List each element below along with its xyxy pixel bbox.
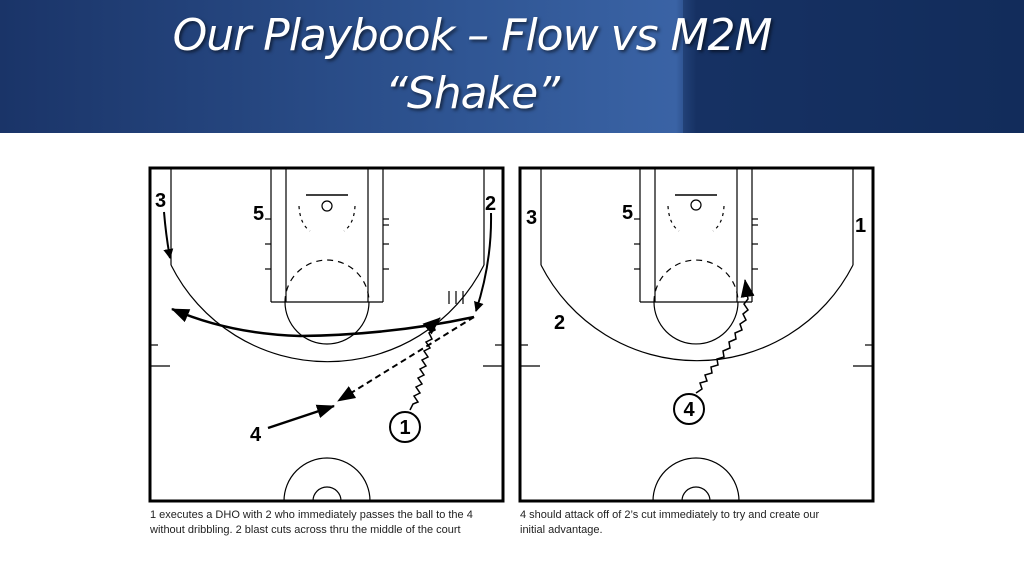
cut-arrow-3 (163, 211, 174, 259)
player-1-label: 1 (399, 417, 410, 439)
player-3-label: 3 (526, 207, 537, 229)
court-markings (520, 168, 873, 502)
player-5-label: 5 (253, 203, 264, 225)
movement-arrows (163, 211, 493, 430)
diagram-right: 3 5 1 2 4 (518, 166, 875, 503)
banner-shade (683, 0, 1024, 133)
dribble-arrow-4 (695, 279, 755, 394)
slide-title: Our Playbook – Flow vs M2M (172, 10, 773, 61)
player-2-label: 2 (554, 312, 565, 334)
caption-line: 4 should attack off of 2’s cut immediate… (520, 509, 820, 521)
pass-arrow (337, 316, 475, 402)
caption-line: 1 executes a DHO with 2 who immediately … (150, 509, 473, 521)
player-3-label: 3 (155, 190, 166, 212)
player-4-label: 4 (683, 399, 695, 421)
player-4-circle (673, 393, 705, 425)
caption-line: initial advantage. (520, 524, 603, 536)
court-boundary (518, 166, 875, 503)
cut-arrow-2 (474, 212, 493, 312)
caption-right: 4 should attack off of 2’s cut immediate… (520, 508, 819, 538)
caption-line: without dribbling. 2 blast cuts across t… (150, 524, 461, 536)
player-4-label: 4 (250, 424, 262, 446)
player-2-label: 2 (485, 193, 496, 215)
cut-arrow-4 (267, 404, 335, 430)
title-banner (0, 0, 1024, 133)
player-1-circle (389, 411, 421, 443)
player-5-label: 5 (622, 202, 633, 224)
play-name: “Shake” (385, 68, 560, 119)
diagram-left: 3 5 2 4 1 (148, 166, 505, 503)
court-markings (150, 168, 503, 502)
player-1-label: 1 (855, 215, 866, 237)
caption-left: 1 executes a DHO with 2 who immediately … (150, 508, 473, 538)
movement-arrows (695, 279, 755, 394)
dribble-arrow-1 (409, 317, 441, 411)
